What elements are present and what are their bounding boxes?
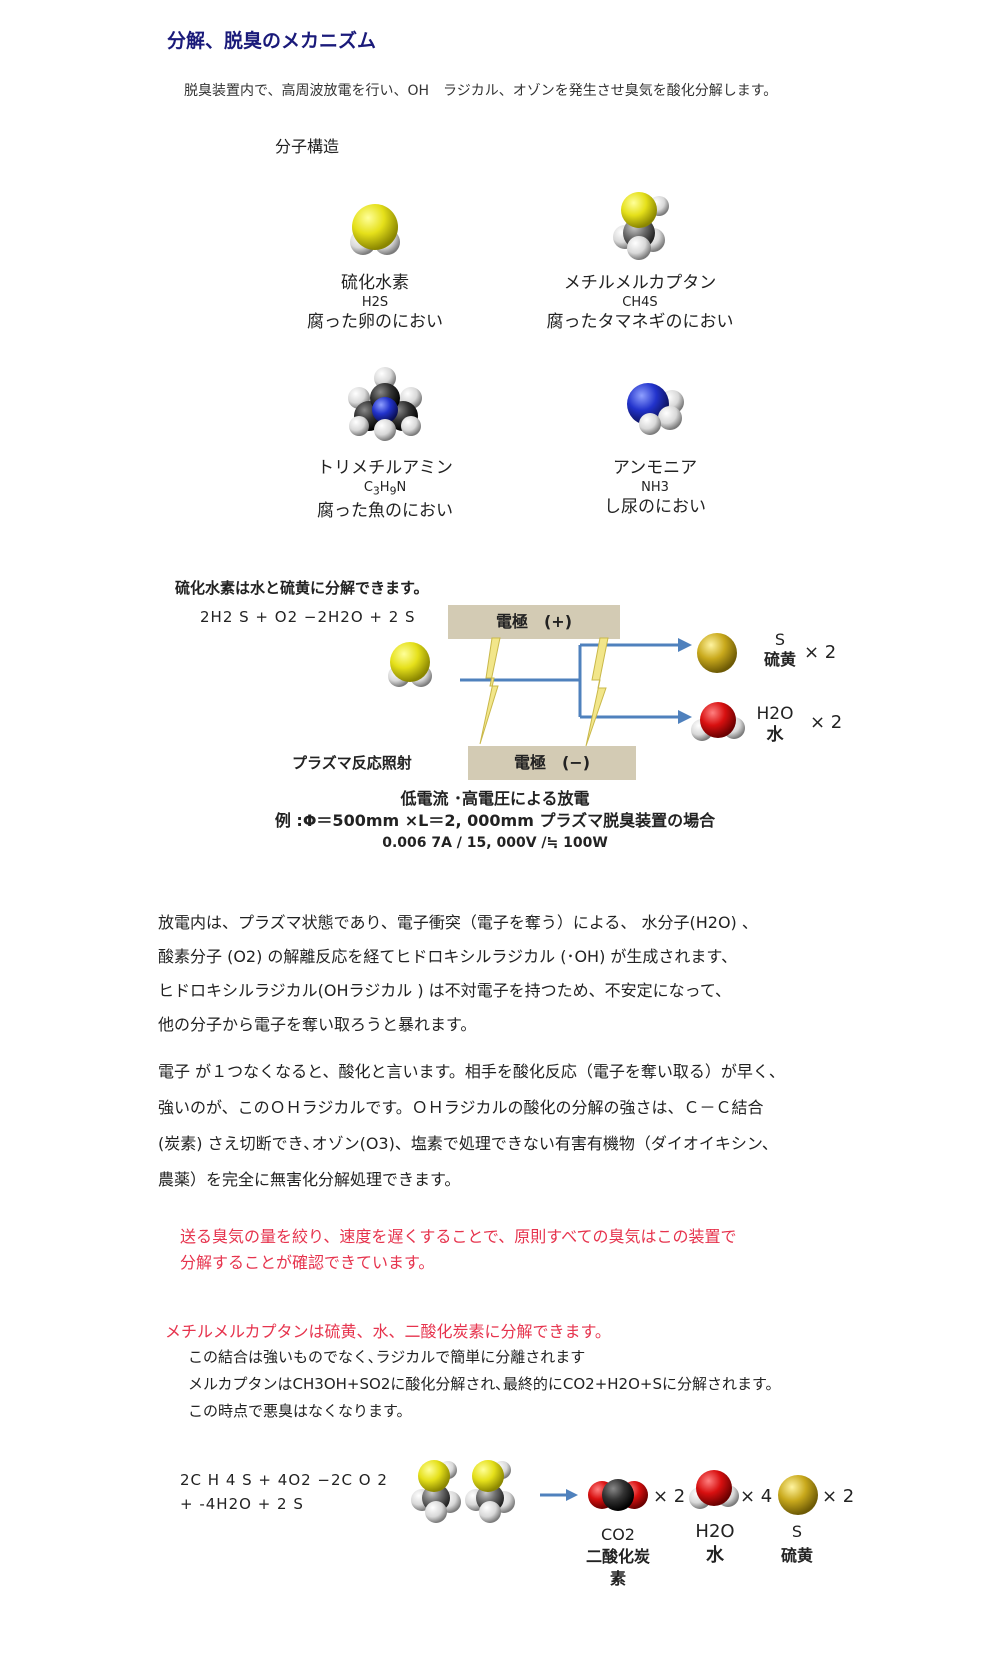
molecule-name: トリメチルアミン bbox=[317, 458, 453, 478]
molecule-formula: C3H9N bbox=[363, 480, 407, 498]
product-formula: S bbox=[774, 630, 786, 649]
paragraph-line: (炭素) さえ切断でき､オゾン(O3)、塩素で処理できない有害有機物（ダイオイキ… bbox=[158, 1134, 778, 1153]
paragraph-line: 農薬）を完全に無害化分解処理できます。 bbox=[158, 1170, 461, 1189]
product-name: 素 bbox=[609, 1569, 626, 1588]
product-multiplier: × 2 bbox=[810, 712, 843, 733]
product-formula: H2O bbox=[756, 704, 794, 724]
electrode-positive: 電極 (+) bbox=[448, 605, 620, 639]
molecule-formula: H2S bbox=[361, 295, 389, 310]
molecule-card-ammonia: アンモニア NH3 し尿のにおい bbox=[535, 457, 775, 518]
product-multiplier: × 2 bbox=[804, 642, 837, 663]
note-line: 送る臭気の量を絞り、速度を遅くすることで、原則すべての臭気はこの装置で bbox=[180, 1227, 737, 1246]
product-name: 水 bbox=[706, 1545, 724, 1566]
caption-line: 例 :Φ＝500mm ×L＝2, 000mm プラズマ脱臭装置の場合 bbox=[274, 811, 716, 830]
product-name: 二酸化炭 bbox=[585, 1547, 650, 1566]
h2s-input-molecule-icon bbox=[388, 642, 432, 687]
molecule-name: メチルメルカプタン bbox=[563, 273, 717, 293]
water-molecule-icon bbox=[689, 1470, 739, 1509]
arrow-head-icon bbox=[678, 710, 692, 724]
reaction-arrow-icon bbox=[540, 1489, 578, 1501]
sulfur-atom-icon bbox=[778, 1475, 818, 1515]
caption-line: 低電流 ･高電圧による放電 bbox=[400, 789, 590, 808]
co2-molecule-icon bbox=[588, 1479, 648, 1511]
plasma-reaction-diagram bbox=[388, 637, 692, 747]
ch4s-section-heading: メチルメルカプタンは硫黄、水、二酸化炭素に分解できます。 bbox=[165, 1322, 611, 1341]
plasma-label: プラズマ反応照射 bbox=[292, 754, 412, 772]
paragraph-line: 放電内は、プラズマ状態であり、電子衝突（電子を奪う）による、 水分子(H2O) … bbox=[158, 913, 758, 932]
sulfur-atom-icon bbox=[697, 633, 737, 673]
product-formula: H2O bbox=[695, 1521, 735, 1542]
trimethylamine-molecule-icon bbox=[348, 367, 422, 441]
explanation-line: この時点で悪臭はなくなります。 bbox=[188, 1402, 412, 1420]
molecule-card-ch4s: メチルメルカプタン CH4S 腐ったタマネギのにおい bbox=[520, 272, 760, 333]
discharge-caption: 低電流 ･高電圧による放電 例 :Φ＝500mm ×L＝2, 000mm プラズ… bbox=[200, 788, 790, 854]
h2s-section-heading: 硫化水素は水と硫黄に分解できます。 bbox=[175, 579, 429, 597]
molecule-smell: 腐った魚のにおい bbox=[317, 500, 453, 521]
molecule-smell: 腐った卵のにおい bbox=[307, 312, 443, 332]
co2-product-label: CO2 二酸化炭 素 bbox=[578, 1524, 658, 1590]
ch4s-reactant-molecules-icon bbox=[411, 1460, 515, 1523]
ch4s-explanation: この結合は強いものでなく､ラジカルで簡単に分離されます メルカプタンはCH3OH… bbox=[188, 1344, 781, 1425]
product-water: H2O 水 bbox=[752, 704, 798, 746]
ch4s-equation: 2C H 4 S + 4O2 −2C O 2 + -4H2O + 2 S bbox=[180, 1468, 388, 1516]
paragraph-line: 強いのが、このＯＨラジカルです。ＯＨラジカルの酸化の分解の強さは、Ｃ－Ｃ結合 bbox=[158, 1098, 764, 1117]
electrode-negative: 電極 (−) bbox=[468, 746, 636, 780]
s-multiplier: × 2 bbox=[822, 1486, 855, 1507]
molecule-card-trimethylamine: トリメチルアミン C3H9N 腐った魚のにおい bbox=[265, 457, 505, 522]
product-formula: CO2 bbox=[601, 1525, 635, 1544]
paragraph-radical: 放電内は、プラズマ状態であり、電子衝突（電子を奪う）による、 水分子(H2O) … bbox=[158, 906, 958, 1042]
product-sulfur: S 硫黄 bbox=[760, 630, 800, 670]
co2-multiplier: × 2 bbox=[653, 1486, 686, 1507]
product-name: 硫黄 bbox=[780, 1546, 813, 1565]
product-name: 硫黄 bbox=[763, 650, 796, 669]
lightning-bolt-icon bbox=[585, 637, 609, 747]
intro-text: 脱臭装置内で、高周波放電を行い、OH ラジカル、オゾンを発生させ臭気を酸化分解し… bbox=[184, 83, 778, 99]
explanation-line: この結合は強いものでなく､ラジカルで簡単に分離されます bbox=[188, 1348, 586, 1366]
note-line: 分解することが確認できています。 bbox=[180, 1253, 435, 1272]
h2o-product-label: H2O 水 bbox=[690, 1520, 740, 1568]
h2o-multiplier: × 4 bbox=[740, 1486, 773, 1507]
lightning-bolt-icon bbox=[479, 637, 501, 745]
s-product-label: S 硫黄 bbox=[772, 1520, 822, 1568]
equation-line: 2C H 4 S + 4O2 −2C O 2 bbox=[180, 1471, 388, 1489]
paragraph-line: ヒドロキシルラジカル(OHラジカル ) は不対電子を持つため、不安定になって、 bbox=[158, 981, 732, 1000]
molecule-name: アンモニア bbox=[612, 458, 698, 478]
h2s-molecule-icon bbox=[350, 204, 400, 255]
ammonia-molecule-icon bbox=[627, 383, 684, 435]
page-title: 分解、脱臭のメカニズム bbox=[167, 30, 377, 52]
molecule-name: 硫化水素 bbox=[341, 273, 409, 293]
molecule-smell: 腐ったタマネギのにおい bbox=[546, 312, 734, 332]
product-name: 水 bbox=[766, 725, 784, 745]
molecule-card-h2s: 硫化水素 H2S 腐った卵のにおい bbox=[255, 272, 495, 333]
paragraph-oxidation: 電子 が１つなくなると、酸化と言います。相手を酸化反応（電子を奪い取る）が早く、… bbox=[158, 1054, 968, 1198]
paragraph-line: 電子 が１つなくなると、酸化と言います。相手を酸化反応（電子を奪い取る）が早く、 bbox=[158, 1062, 785, 1081]
molecule-smell: し尿のにおい bbox=[604, 497, 706, 517]
molecule-heading: 分子構造 bbox=[275, 137, 340, 156]
caption-line: 0.006 7A / 15, 000V /≒ 100W bbox=[382, 835, 608, 851]
explanation-line: メルカプタンはCH3OH+SO2に酸化分解され､最終的にCO2+H2O+Sに分解… bbox=[188, 1375, 781, 1393]
product-formula: S bbox=[791, 1522, 803, 1541]
paragraph-line: 酸素分子 (O2) の解離反応を経てヒドロキシルラジカル (･OH) が生成され… bbox=[158, 947, 738, 966]
water-molecule-icon bbox=[691, 702, 745, 741]
molecule-formula: CH4S bbox=[622, 295, 658, 310]
h2s-equation: 2H2 S + O2 −2H2O + 2 S bbox=[200, 608, 416, 626]
arrow-head-icon bbox=[678, 638, 692, 652]
molecule-formula: NH3 bbox=[641, 480, 669, 495]
equation-line: + -4H2O + 2 S bbox=[180, 1495, 304, 1513]
ch4s-molecule-icon bbox=[613, 192, 669, 260]
paragraph-line: 他の分子から電子を奪い取ろうと暴れます。 bbox=[158, 1015, 477, 1034]
confirmation-note: 送る臭気の量を絞り、速度を遅くすることで、原則すべての臭気はこの装置で 分解する… bbox=[180, 1224, 736, 1276]
